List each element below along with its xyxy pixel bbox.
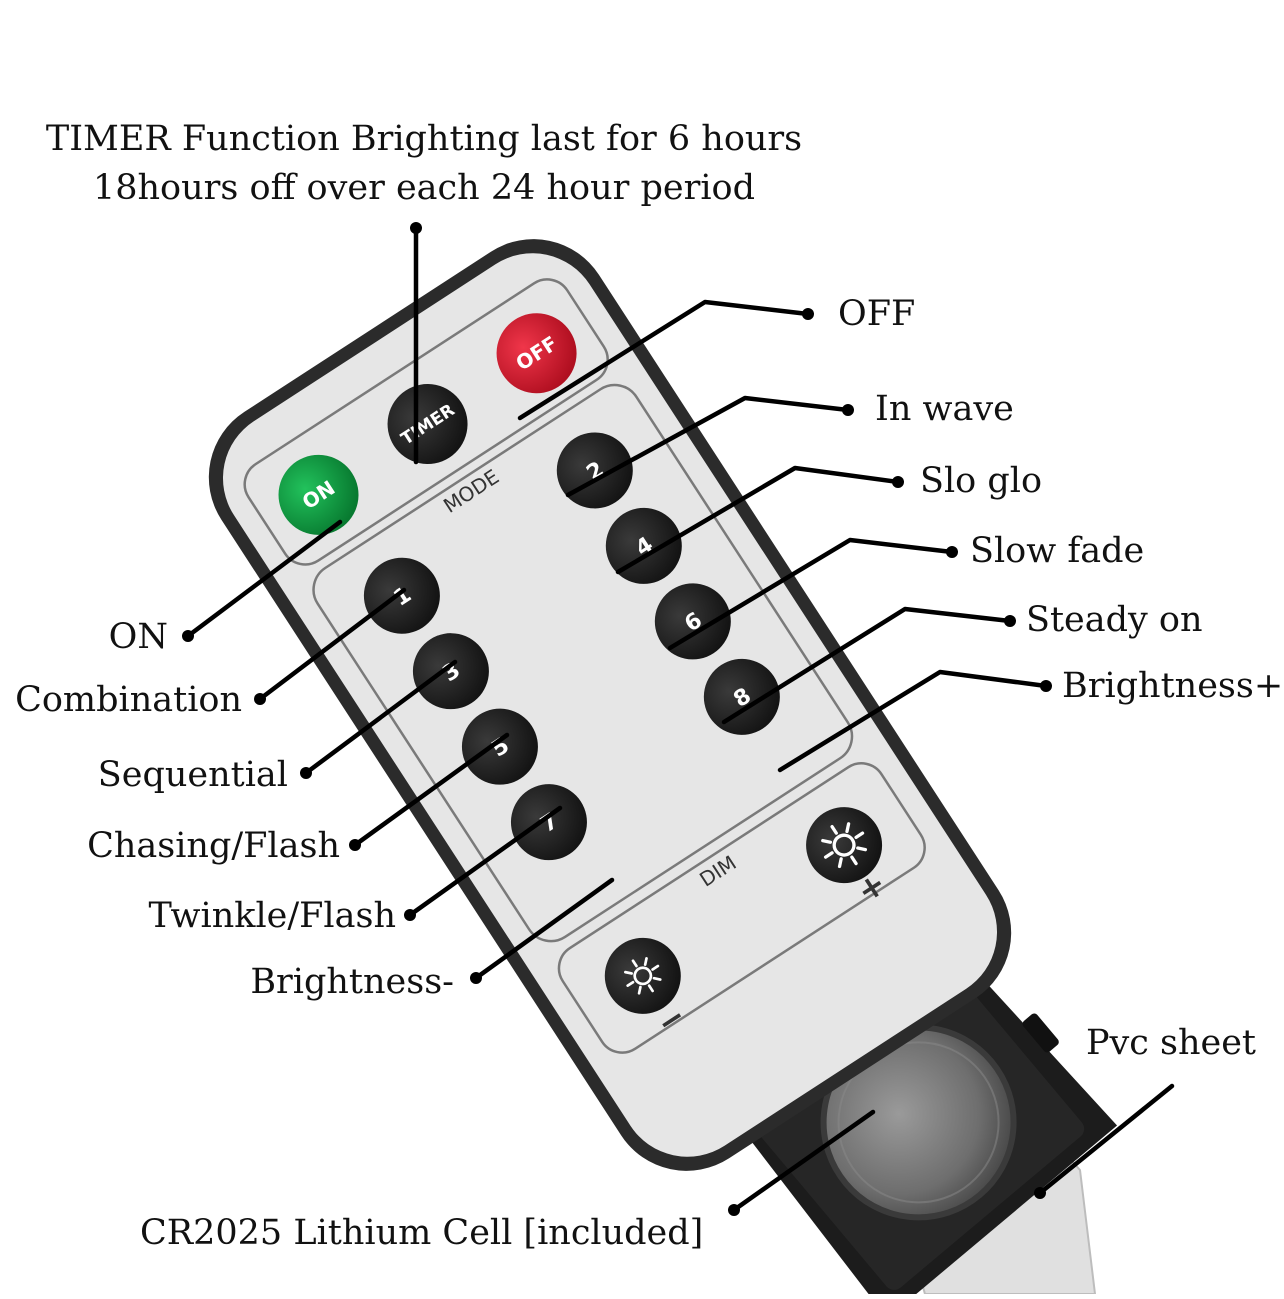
callout-battery: CR2025 Lithium Cell [included] xyxy=(140,1213,703,1253)
brightness-plus-button[interactable] xyxy=(792,793,897,898)
callout-on: ON xyxy=(109,617,168,657)
mode-panel xyxy=(312,383,854,943)
callout-chasing-flash: Chasing/Flash xyxy=(87,826,340,866)
brightness-minus-button[interactable] xyxy=(590,923,695,1028)
callout-steady-on: Steady on xyxy=(1026,600,1203,640)
timer-button[interactable]: TIMER xyxy=(372,369,483,480)
callout-twinkle-flash: Twinkle/Flash xyxy=(148,896,396,936)
mode-button-3[interactable]: 3 xyxy=(398,619,503,724)
remote-body xyxy=(222,253,998,1157)
callout-sequential: Sequential xyxy=(98,755,288,795)
battery-tray xyxy=(743,945,1118,1299)
callout-in-wave: In wave xyxy=(875,389,1014,429)
remote: ON TIMER OFF MODE 1 3 5 7 2 xyxy=(208,239,1012,1171)
callout-brightness-minus: Brightness- xyxy=(250,962,454,1002)
off-button[interactable]: OFF xyxy=(481,298,592,409)
callout-slo-glo: Slo glo xyxy=(920,461,1042,501)
mode-button-6[interactable]: 6 xyxy=(640,569,745,674)
power-panel xyxy=(243,278,609,566)
on-button[interactable]: ON xyxy=(263,440,374,551)
header-line-2: 18hours off over each 24 hour period xyxy=(93,168,755,208)
mode-button-1[interactable]: 1 xyxy=(349,543,454,648)
dim-panel xyxy=(557,762,926,1054)
leader-lines xyxy=(182,222,1175,1216)
header-line-1: TIMER Function Brighting last for 6 hour… xyxy=(46,119,802,159)
callout-slow-fade: Slow fade xyxy=(970,531,1144,571)
callout-brightness-plus: Brightness+ xyxy=(1062,666,1283,706)
callout-pvc-sheet: Pvc sheet xyxy=(1086,1023,1256,1063)
callout-off: OFF xyxy=(838,294,915,334)
callout-combination: Combination xyxy=(15,680,242,720)
